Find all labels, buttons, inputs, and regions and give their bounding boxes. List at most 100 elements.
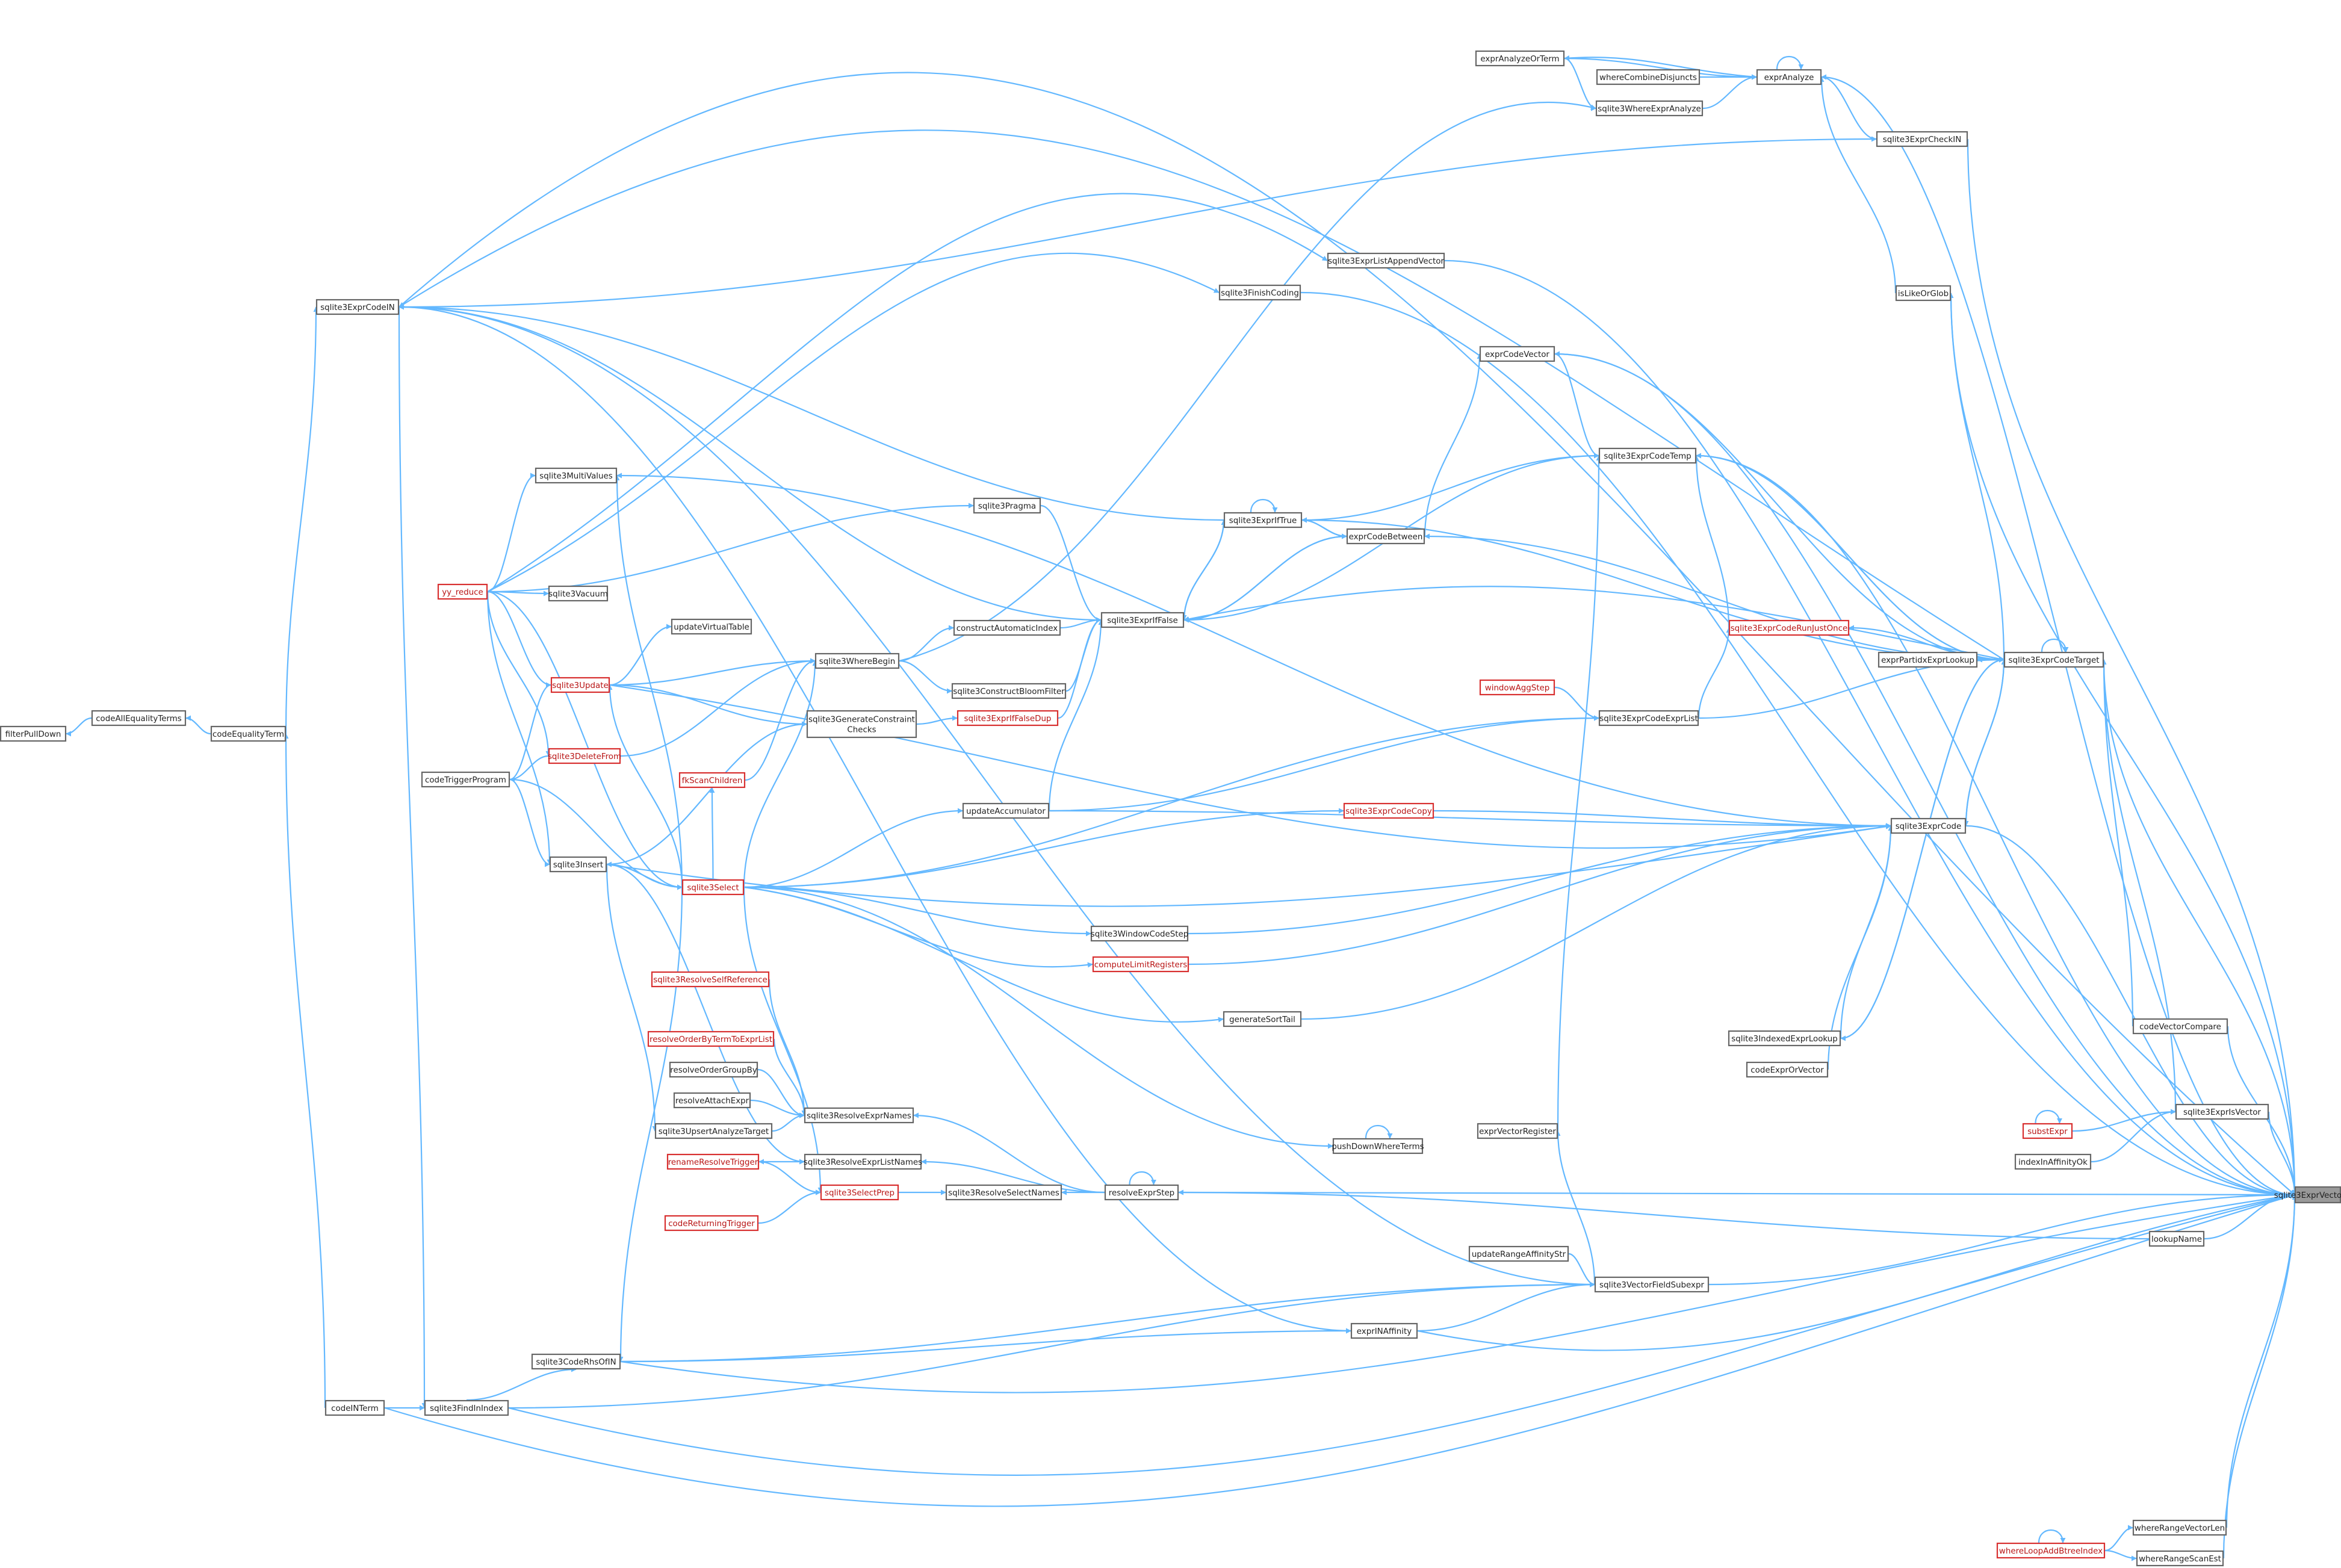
node-sqlite3ExprCodeIN[interactable]: sqlite3ExprCodeIN	[315, 299, 400, 315]
edge-sqlite3ExprCodeIN-to-sqlite3FindInIndex	[398, 306, 427, 1408]
node-sqlite3ExprCheckIN[interactable]: sqlite3ExprCheckIN	[1876, 131, 1968, 147]
node-generateSortTail[interactable]: generateSortTail	[1223, 1011, 1302, 1027]
node-updateVirtualTable[interactable]: updateVirtualTable	[671, 618, 752, 635]
node-indexInAffinityOk[interactable]: indexInAffinityOk	[2014, 1153, 2092, 1170]
node-resolveExprStep[interactable]: resolveExprStep	[1104, 1184, 1179, 1201]
node-fkScanChildren[interactable]: fkScanChildren	[678, 772, 746, 789]
node-renameResolveTrigger[interactable]: renameResolveTrigger	[666, 1153, 760, 1170]
edge-sqlite3Select-to-sqlite3ExprCodeExprList	[743, 715, 1599, 888]
edge-exprAnalyzeOrTerm-to-exprAnalyze	[1564, 57, 1757, 80]
node-label: sqlite3MultiValues	[539, 472, 612, 481]
node-box	[1598, 447, 1697, 464]
node-sqlite3DeleteFrom[interactable]: sqlite3DeleteFrom	[548, 748, 621, 764]
node-whereRangeVectorLen[interactable]: whereRangeVectorLen	[2132, 1519, 2227, 1536]
node-box	[945, 1184, 1062, 1201]
edge-codeEqualityTerm-to-sqlite3ExprCodeIN	[285, 306, 319, 734]
node-sqlite3ExprIsVector[interactable]: sqlite3ExprIsVector	[2175, 1103, 2269, 1120]
node-exprVectorRegister[interactable]: exprVectorRegister	[1477, 1123, 1558, 1139]
node-yy_reduce[interactable]: yy_reduce	[437, 583, 488, 600]
node-exprAnalyze[interactable]: exprAnalyze	[1756, 69, 1822, 85]
node-codeVectorCompare[interactable]: codeVectorCompare	[2132, 1018, 2228, 1035]
edge-sqlite3Select-to-sqlite3WindowCodeStep	[743, 886, 1091, 937]
node-sqlite3WhereExprAnalyze[interactable]: sqlite3WhereExprAnalyze	[1595, 100, 1704, 117]
node-sqlite3VectorFieldSubexpr[interactable]: sqlite3VectorFieldSubexpr	[1594, 1276, 1710, 1293]
node-sqlite3Select[interactable]: sqlite3Select	[681, 879, 745, 896]
node-sqlite3CodeRhsOfIN[interactable]: sqlite3CodeRhsOfIN	[531, 1353, 621, 1370]
node-lookupName[interactable]: lookupName	[2148, 1230, 2205, 1247]
node-whereCombineDisjuncts[interactable]: whereCombineDisjuncts	[1596, 69, 1701, 85]
node-box	[550, 677, 610, 693]
node-resolveOrderGroupBy[interactable]: resolveOrderGroupBy	[669, 1061, 758, 1078]
edge-resolveExprStep-to-sqlite3ExprVectorSize	[1178, 1191, 2295, 1198]
node-sqlite3IndexedExprLookup[interactable]: sqlite3IndexedExprLookup	[1728, 1030, 1841, 1047]
node-codeINTerm[interactable]: codeINTerm	[324, 1399, 385, 1416]
edge-sqlite3FindInIndex-to-sqlite3CodeRhsOfIN	[466, 1366, 577, 1401]
edge-sqlite3ExprCodeTarget-to-sqlite3ExprIfFalse	[1183, 586, 2005, 661]
node-sqlite3WhereBegin[interactable]: sqlite3WhereBegin	[814, 652, 900, 669]
node-resolveAttachExpr[interactable]: resolveAttachExpr	[673, 1092, 751, 1109]
node-sqlite3Pragma[interactable]: sqlite3Pragma	[973, 497, 1041, 514]
node-sqlite3SelectPrep[interactable]: sqlite3SelectPrep	[820, 1184, 899, 1201]
node-exprPartidxExprLookup[interactable]: exprPartidxExprLookup	[1877, 651, 1978, 668]
node-box	[973, 497, 1041, 514]
node-sqlite3ExprVectorSize[interactable]: sqlite3ExprVectorSize	[2274, 1186, 2341, 1204]
node-box	[669, 1061, 758, 1078]
node-resolveOrderByTermToExprList[interactable]: resolveOrderByTermToExprList	[647, 1030, 775, 1047]
node-sqlite3ResolveExprNames[interactable]: sqlite3ResolveExprNames	[804, 1107, 914, 1124]
node-sqlite3ExprIfFalseDup[interactable]: sqlite3ExprIfFalseDup	[957, 710, 1059, 727]
node-sqlite3UpsertAnalyzeTarget[interactable]: sqlite3UpsertAnalyzeTarget	[654, 1123, 773, 1139]
node-substExpr[interactable]: substExpr	[2022, 1123, 2073, 1139]
node-label: updateAccumulator	[966, 807, 1046, 816]
node-exprAnalyzeOrTerm[interactable]: exprAnalyzeOrTerm	[1475, 50, 1565, 67]
edge-updateAccumulator-to-sqlite3ExprCode	[1049, 810, 1891, 829]
node-sqlite3ExprCodeRunJustOnce[interactable]: sqlite3ExprCodeRunJustOnce	[1728, 619, 1850, 636]
node-pushDownWhereTerms[interactable]: pushDownWhereTerms	[1332, 1138, 1424, 1154]
edge-sqlite3ExprCheckIN-to-sqlite3ExprVectorSize	[1967, 138, 2298, 1195]
node-label: codeAllEqualityTerms	[96, 714, 182, 724]
node-box	[2014, 1153, 2092, 1170]
node-updateAccumulator[interactable]: updateAccumulator	[962, 802, 1050, 819]
node-sqlite3Update[interactable]: sqlite3Update	[550, 677, 610, 693]
node-sqlite3ExprCodeTarget[interactable]: sqlite3ExprCodeTarget	[2003, 651, 2104, 668]
node-label: resolveOrderGroupBy	[670, 1066, 757, 1075]
node-whereLoopAddBtreeIndex[interactable]: whereLoopAddBtreeIndex	[1996, 1542, 2106, 1559]
node-exprINAffinity[interactable]: exprINAffinity	[1350, 1322, 1418, 1339]
node-sqlite3FindInIndex[interactable]: sqlite3FindInIndex	[424, 1399, 509, 1416]
node-isLikeOrGlob[interactable]: isLikeOrGlob	[1895, 285, 1952, 302]
node-label: substExpr	[2027, 1127, 2068, 1136]
node-codeAllEqualityTerms[interactable]: codeAllEqualityTerms	[91, 710, 187, 727]
node-codeTriggerProgram[interactable]: codeTriggerProgram	[421, 771, 510, 788]
node-constructAutomaticIndex[interactable]: constructAutomaticIndex	[953, 619, 1061, 636]
node-exprCodeBetween[interactable]: exprCodeBetween	[1346, 528, 1425, 545]
node-filterPullDown[interactable]: filterPullDown	[0, 725, 67, 742]
edge-computeLimitRegisters-to-sqlite3ExprCode	[1188, 823, 1891, 965]
node-whereRangeScanEst[interactable]: whereRangeScanEst	[2136, 1550, 2224, 1567]
node-codeExprOrVector[interactable]: codeExprOrVector	[1746, 1061, 1829, 1078]
node-sqlite3ExprIfTrue[interactable]: sqlite3ExprIfTrue	[1223, 512, 1303, 528]
node-updateRangeAffinityStr[interactable]: updateRangeAffinityStr	[1468, 1245, 1569, 1262]
node-sqlite3ExprListAppendVector[interactable]: sqlite3ExprListAppendVector	[1327, 252, 1445, 269]
node-sqlite3Insert[interactable]: sqlite3Insert	[549, 856, 607, 873]
node-sqlite3MultiValues[interactable]: sqlite3MultiValues	[535, 467, 618, 484]
node-sqlite3WindowCodeStep[interactable]: sqlite3WindowCodeStep	[1091, 925, 1189, 942]
node-sqlite3ConstructBloomFilter[interactable]: sqlite3ConstructBloomFilter	[951, 683, 1067, 699]
node-sqlite3ExprCodeExprList[interactable]: sqlite3ExprCodeExprList	[1598, 710, 1699, 727]
node-sqlite3Vacuum[interactable]: sqlite3Vacuum	[548, 585, 609, 602]
node-sqlite3ResolveSelfReference[interactable]: sqlite3ResolveSelfReference	[651, 971, 770, 988]
node-sqlite3ExprCode[interactable]: sqlite3ExprCode	[1890, 817, 1967, 834]
node-codeEqualityTerm[interactable]: codeEqualityTerm	[210, 725, 287, 742]
node-box	[1596, 69, 1701, 85]
node-box	[2294, 1186, 2341, 1204]
node-sqlite3ResolveExprListNames[interactable]: sqlite3ResolveExprListNames	[804, 1153, 922, 1170]
node-sqlite3ExprCodeCopy[interactable]: sqlite3ExprCodeCopy	[1343, 802, 1434, 819]
node-computeLimitRegisters[interactable]: computeLimitRegisters	[1092, 956, 1189, 973]
node-sqlite3ResolveSelectNames[interactable]: sqlite3ResolveSelectNames	[945, 1184, 1062, 1201]
node-sqlite3ExprIfFalse[interactable]: sqlite3ExprIfFalse	[1100, 612, 1185, 628]
node-sqlite3ExprCodeTemp[interactable]: sqlite3ExprCodeTemp	[1598, 447, 1697, 464]
node-windowAggStep[interactable]: windowAggStep	[1479, 679, 1555, 696]
node-label: codeTriggerProgram	[425, 776, 506, 785]
node-codeReturningTrigger[interactable]: codeReturningTrigger	[664, 1215, 759, 1232]
node-exprCodeVector[interactable]: exprCodeVector	[1479, 346, 1555, 362]
node-sqlite3FinishCoding[interactable]: sqlite3FinishCoding	[1218, 284, 1301, 301]
